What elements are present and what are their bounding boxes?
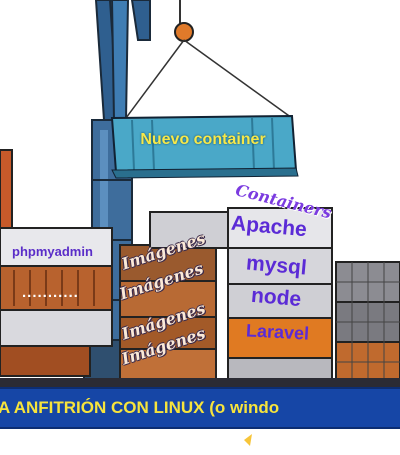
- images-container-stack: [119, 211, 231, 380]
- ship-deck: [0, 378, 400, 388]
- phpmyadmin-label: phpmyadmin: [12, 244, 93, 259]
- bottom-strip: [0, 429, 400, 450]
- host-banner: A ANFITRIÓN CON LINUX (o windo: [0, 387, 400, 429]
- bottom-mark: [244, 434, 252, 446]
- new-container: [110, 114, 299, 179]
- host-banner-text: A ANFITRIÓN CON LINUX (o windo: [0, 398, 280, 417]
- crane-hook: [125, 0, 293, 119]
- far-right-containers: [335, 261, 400, 383]
- left-container-stack: [0, 149, 113, 377]
- dots-label: ...........: [22, 284, 79, 301]
- stack-item-node: node: [250, 283, 303, 312]
- new-container-label: Nuevo container: [140, 131, 266, 148]
- stack-item-laravel: Laravel: [245, 320, 310, 344]
